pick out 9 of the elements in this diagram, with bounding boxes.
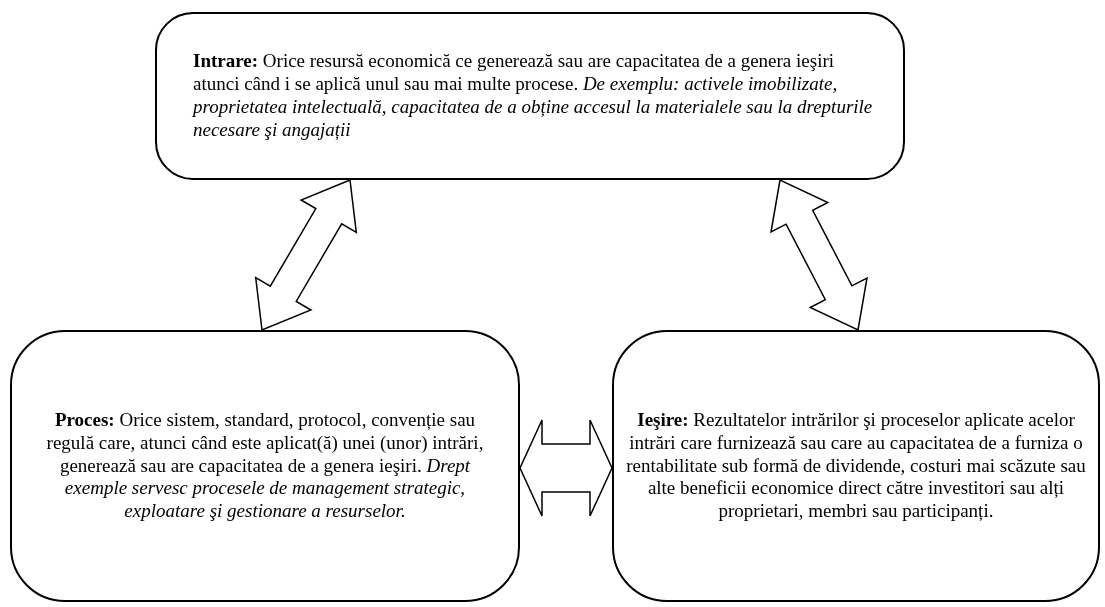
- double-block-arrow: [770, 178, 868, 332]
- definition-text: Proces: Orice sistem, standard, protocol, convenție sau regulă care, atunci când este aplicat(ă) unei (unor) intrări, generează sau are capacitatea de a genera ieşiri. Drept exemple servesc procesele de management strategic, exploatare şi gestionare a resurselor.: [45, 409, 485, 523]
- definition-text: Ieşire: Rezultatelor intrărilor şi proceselor aplicate acelor intrări care furnizează sau care au capacitatea de a furniza o rentabilitate sub formă de dividende, costuri mai scăzute sau alte beneficii economice direct către investitori sau alți proprietari, membri sau participanți.: [625, 409, 1087, 523]
- rounded-box: [612, 330, 1100, 602]
- rounded-box: [10, 330, 520, 602]
- double-block-arrow: [519, 419, 613, 517]
- double-block-arrow: [254, 178, 358, 332]
- rounded-box: [155, 12, 905, 180]
- definition-text: Intrare: Orice resursă economică ce generează sau are capacitatea de a genera ieşiri atunci când i se aplică unul sau mai multe procese. De exemplu: activele imobilizate, proprietatea intelectuală, capacitatea de a obține accesul la materialele sau la drepturile necesare şi angajații: [193, 50, 873, 142]
